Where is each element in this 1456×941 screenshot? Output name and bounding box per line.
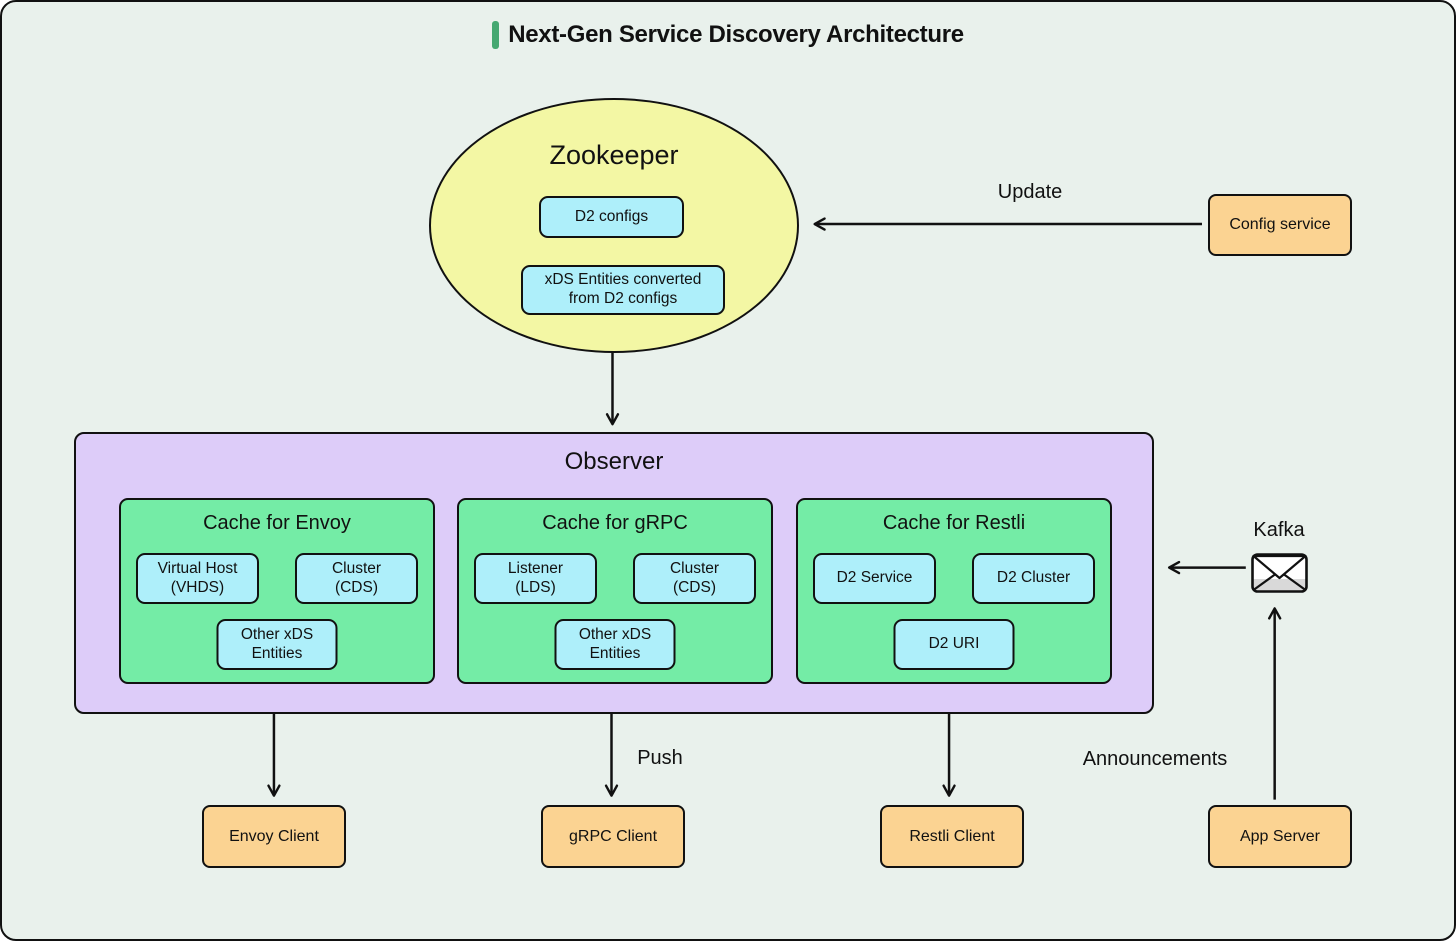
push-arrow-label: Push [637,747,683,769]
node-xds-entities-converted: xDS Entities converted from D2 configs [521,265,725,315]
node-d2-uri: D2 URI [893,619,1015,670]
node-config-service: Config service [1208,194,1352,256]
node-virtual-host-vhds: Virtual Host (VHDS) [136,553,259,604]
observer-box: Observer Cache for Envoy Virtual Host (V… [74,432,1154,714]
diagram-header: Next-Gen Service Discovery Architecture [2,21,1454,49]
observer-title: Observer [564,448,664,475]
update-arrow-label: Update [997,181,1063,203]
node-d2-cluster: D2 Cluster [972,553,1095,604]
cache-for-grpc: Cache for gRPC Listener (LDS) Cluster (C… [457,498,773,684]
node-envoy-client: Envoy Client [202,805,346,868]
kafka-label: Kafka [1253,519,1305,541]
node-other-xds-entities-grpc: Other xDS Entities [554,619,676,670]
node-cluster-cds-envoy: Cluster (CDS) [295,553,418,604]
envelope-icon [1251,553,1308,593]
node-other-xds-entities-envoy: Other xDS Entities [216,619,338,670]
announcements-arrow-label: Announcements [1082,748,1228,770]
cache-envoy-title: Cache for Envoy [203,512,351,534]
node-listener-lds: Listener (LDS) [474,553,597,604]
node-app-server: App Server [1208,805,1352,868]
cache-restli-title: Cache for Restli [882,512,1026,534]
node-cluster-cds-grpc: Cluster (CDS) [633,553,756,604]
node-d2-service: D2 Service [813,553,936,604]
node-grpc-client: gRPC Client [541,805,685,868]
cache-grpc-title: Cache for gRPC [542,512,688,534]
cache-for-restli: Cache for Restli D2 Service D2 Cluster D… [796,498,1112,684]
cache-for-envoy: Cache for Envoy Virtual Host (VHDS) Clus… [119,498,435,684]
node-d2-configs: D2 configs [539,196,684,238]
node-restli-client: Restli Client [880,805,1024,868]
page-title: Next-Gen Service Discovery Architecture [508,21,964,48]
title-accent-bar [492,21,500,49]
zookeeper-title: Zookeeper [549,140,679,170]
